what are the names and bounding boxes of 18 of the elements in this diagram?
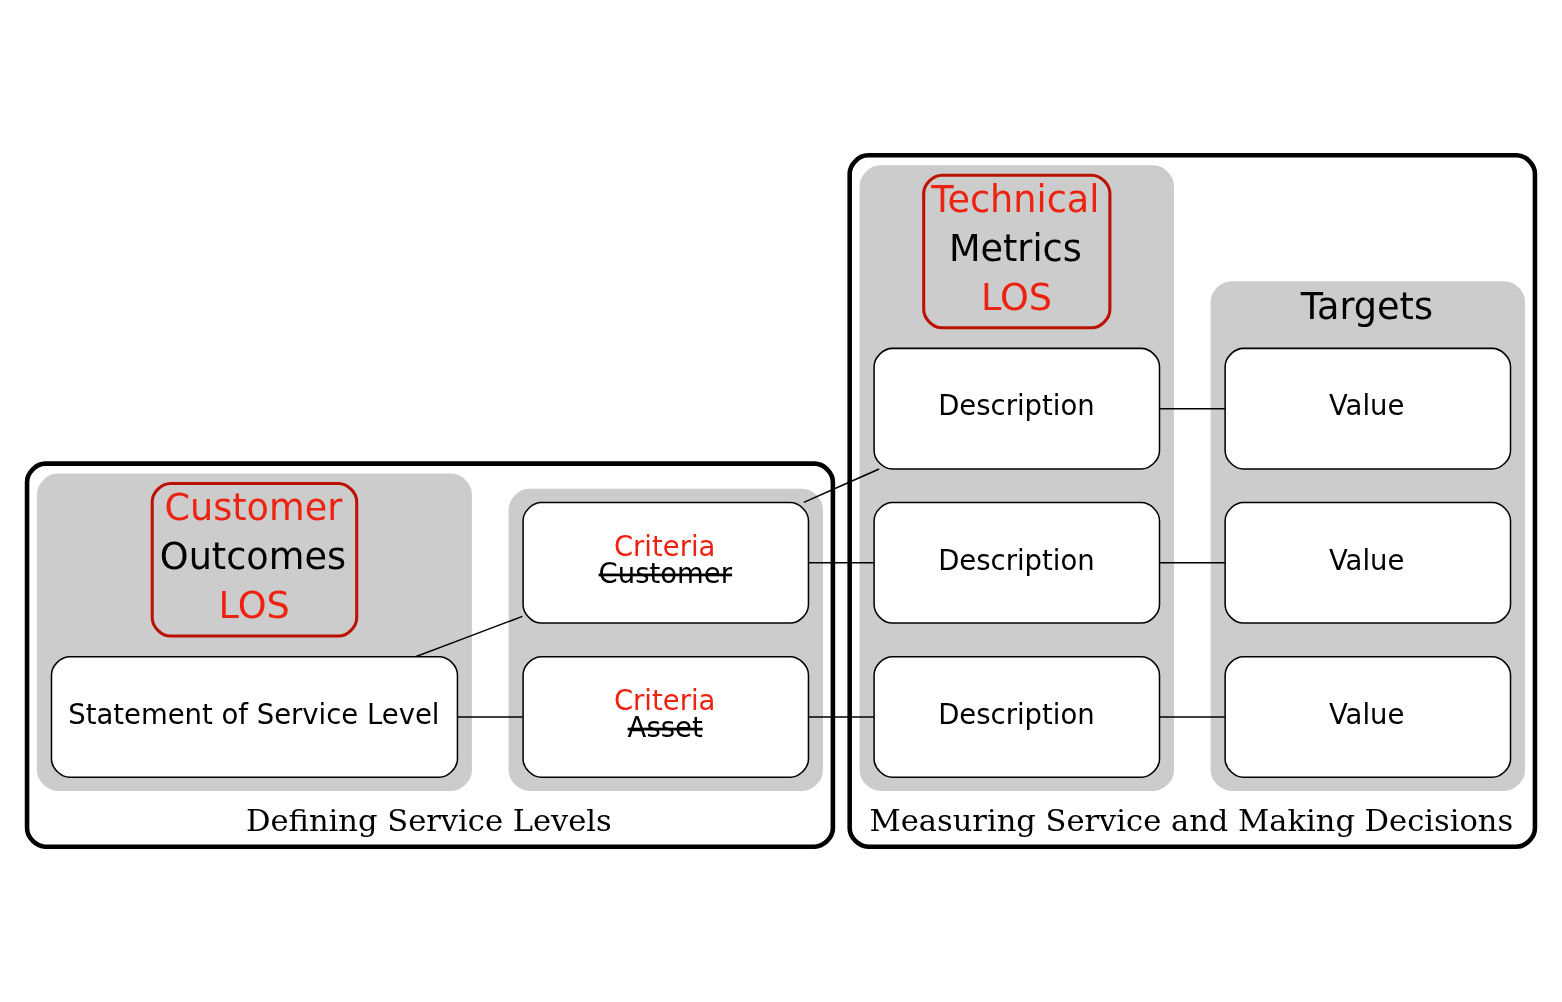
node-box: Description xyxy=(873,347,1161,470)
node-box: Criteria Asset xyxy=(522,655,810,778)
node-box: Value xyxy=(1224,501,1512,624)
node-box: Statement of Service Level xyxy=(50,655,459,778)
connector xyxy=(808,562,875,564)
connector xyxy=(415,615,524,658)
node-box: Description xyxy=(873,501,1161,624)
connector xyxy=(808,716,875,718)
node-box: Value xyxy=(1224,655,1512,778)
connector xyxy=(1159,407,1226,410)
node-box: Value xyxy=(1224,347,1512,470)
node-box: Description xyxy=(873,655,1161,778)
connector xyxy=(803,468,880,504)
cluster xyxy=(508,488,823,791)
node-box: Criteria Customer xyxy=(522,501,810,624)
connector xyxy=(456,716,524,718)
connector xyxy=(1159,562,1226,564)
connector xyxy=(1159,716,1226,718)
